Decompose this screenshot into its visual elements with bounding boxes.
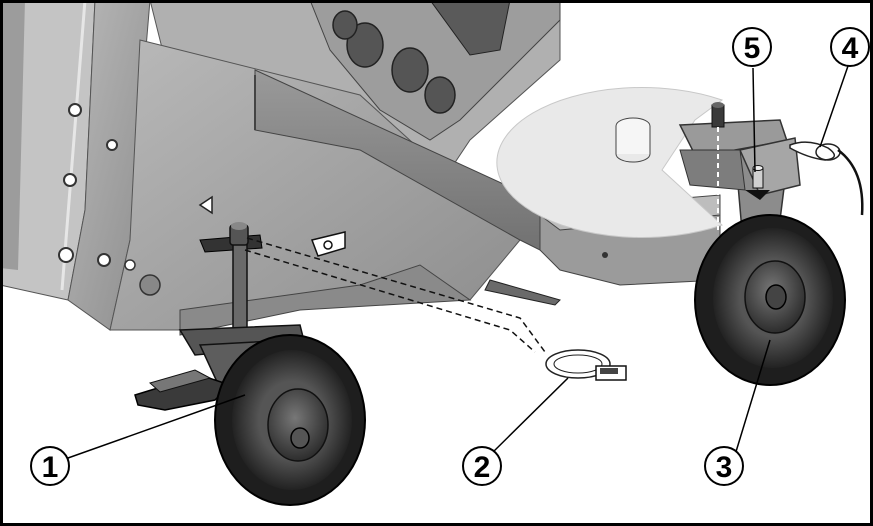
insertion-path <box>244 231 546 353</box>
callout-3: 3 <box>704 446 744 486</box>
callout-1: 1 <box>30 446 70 486</box>
spring-clip <box>789 141 864 216</box>
left-frame-plate <box>0 0 151 331</box>
caster-brake-pedal <box>134 369 232 411</box>
callout-1-label: 1 <box>42 451 59 484</box>
callout-5-label: 5 <box>744 32 761 65</box>
caster-wheel <box>214 334 366 506</box>
callout-4: 4 <box>830 27 870 67</box>
callout-3-label: 3 <box>716 451 733 484</box>
cutting-disc <box>496 87 724 238</box>
leader-lines <box>67 65 849 459</box>
callout-2: 2 <box>462 446 502 486</box>
callout-4-label: 4 <box>842 32 859 65</box>
linch-pin <box>545 349 627 381</box>
callout-2-label: 2 <box>474 451 491 484</box>
rear-wheel <box>694 214 846 386</box>
callout-5: 5 <box>732 27 772 67</box>
drive-sprocket-area <box>309 0 561 141</box>
